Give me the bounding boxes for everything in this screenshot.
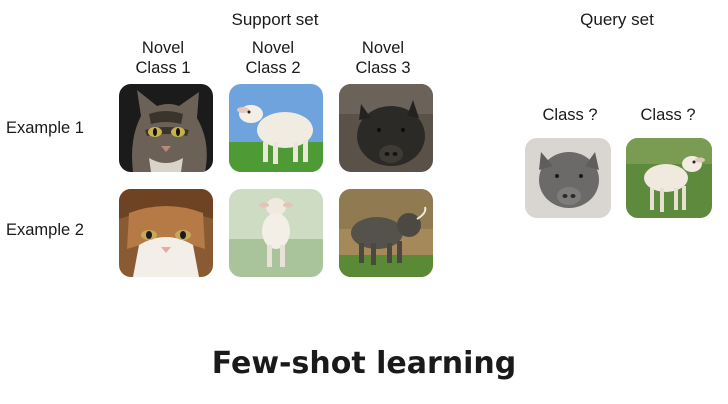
support-set-header: Support set: [231, 10, 319, 29]
page-title: Few-shot learning: [211, 346, 517, 381]
support-image-cat-1: [119, 84, 213, 172]
boar-image: [339, 84, 433, 172]
row-label-example-1: Example 1: [6, 119, 84, 137]
query-label-1: Class ?: [542, 106, 598, 124]
boar-image: [525, 138, 611, 218]
column-label-class-1: Novel Class 1: [118, 38, 208, 78]
column-label-line2: Class 3: [355, 59, 411, 77]
column-label-line1: Novel: [141, 39, 185, 57]
column-label-line2: Class 2: [245, 59, 301, 77]
support-image-cat-2: [119, 189, 213, 277]
lamb-image: [626, 138, 712, 218]
support-image-boar-2: [339, 189, 433, 277]
column-label-line1: Novel: [251, 39, 295, 57]
column-label-class-2: Novel Class 2: [228, 38, 318, 78]
lamb-image: [229, 84, 323, 172]
support-image-boar-1: [339, 84, 433, 172]
query-set-header: Query set: [580, 10, 654, 29]
query-image-boar: [525, 138, 611, 218]
column-label-line2: Class 1: [135, 59, 191, 77]
lamb-image: [229, 189, 323, 277]
query-image-lamb: [626, 138, 712, 218]
column-label-line1: Novel: [361, 39, 405, 57]
cat-image: [119, 189, 213, 277]
row-label-example-2: Example 2: [6, 221, 84, 239]
query-label-2: Class ?: [640, 106, 696, 124]
support-image-lamb-1: [229, 84, 323, 172]
cat-image: [119, 84, 213, 172]
column-label-class-3: Novel Class 3: [338, 38, 428, 78]
boar-image: [339, 189, 433, 277]
support-image-lamb-2: [229, 189, 323, 277]
